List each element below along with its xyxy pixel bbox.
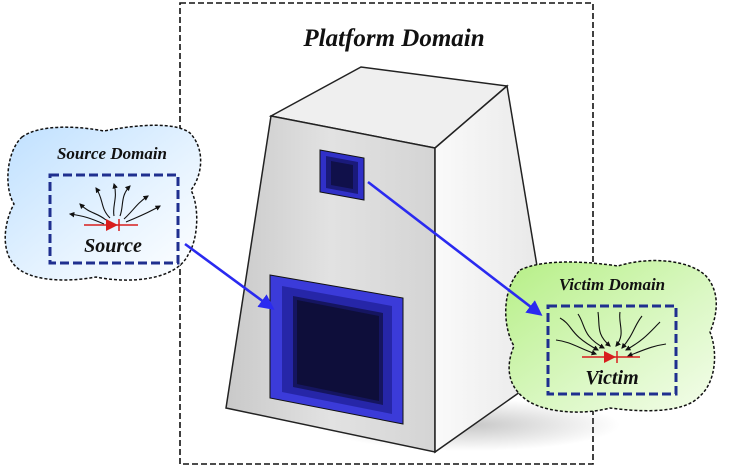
source-domain-title: Source Domain	[57, 144, 167, 163]
victim-domain-title: Victim Domain	[559, 275, 665, 294]
coupling-arrows	[184, 180, 543, 316]
field-arrow-icon	[125, 205, 161, 223]
field-arrow-icon	[119, 185, 131, 217]
source-label: Source	[84, 235, 142, 257]
field-arrow-icon	[112, 182, 118, 217]
victim-field-arrows	[555, 311, 667, 358]
coupling-arrow-icon	[184, 242, 275, 310]
field-arrow-icon	[597, 311, 611, 347]
large-aperture	[269, 274, 404, 425]
victim-label: Victim	[585, 367, 638, 389]
field-arrow-icon	[123, 195, 149, 220]
small-aperture	[319, 149, 365, 201]
field-arrow-icon	[615, 311, 622, 347]
field-arrow-icon	[79, 203, 107, 221]
field-arrow-icon	[95, 187, 111, 219]
field-arrow-icon	[559, 317, 599, 351]
source-box	[48, 173, 180, 265]
field-arrow-icon	[625, 321, 661, 351]
platform-domain-title: Platform Domain	[302, 25, 484, 52]
source-domain-region	[4, 124, 202, 281]
field-arrow-icon	[626, 343, 667, 358]
victim-domain-region	[505, 259, 717, 413]
coupling-arrow-icon	[367, 180, 543, 316]
field-arrow-icon	[621, 315, 643, 349]
component-icon	[84, 219, 138, 231]
field-arrow-icon	[555, 339, 598, 356]
field-arrow-icon	[68, 211, 105, 225]
field-arrow-icon	[577, 313, 605, 349]
source-field-arrows	[68, 182, 161, 225]
victim-box	[546, 304, 678, 396]
component-icon	[582, 351, 640, 363]
